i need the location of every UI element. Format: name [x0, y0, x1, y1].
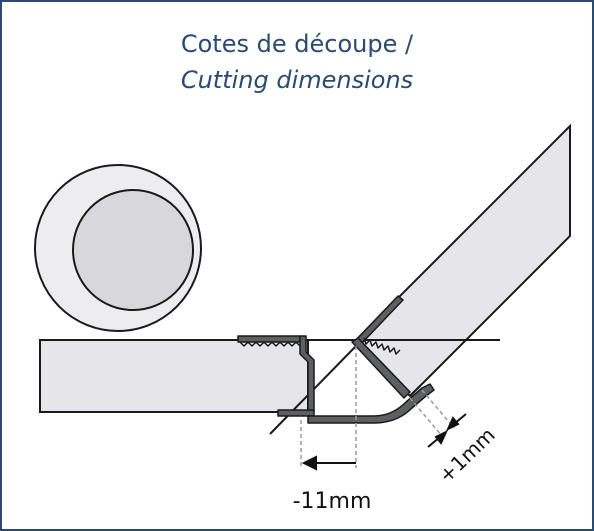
seal-bottom-lip	[277, 409, 315, 417]
diagonal-glass-panel	[354, 123, 571, 398]
minus-dimension-label: -11mm	[293, 489, 372, 514]
seal-diagonal-center-web	[351, 337, 411, 399]
title-english: Cutting dimensions	[180, 66, 414, 94]
plus-dimension-arrows	[427, 413, 467, 448]
seal-profile-horizontal	[237, 335, 315, 417]
pipe	[34, 164, 202, 332]
dimension-guides	[300, 346, 455, 468]
diagonal-edge-extension	[409, 385, 421, 397]
seal-diagonal-base	[307, 383, 435, 424]
seal-top-lip	[237, 335, 301, 343]
seal-diagonal-ridges	[363, 337, 401, 355]
minus-dimension-arrow	[301, 455, 356, 471]
title-block: Cotes de découpe / Cutting dimensions	[0, 26, 594, 98]
pipe-inner-core	[72, 189, 194, 311]
horizontal-glass-panel	[39, 339, 309, 413]
guide-diagonal-a	[409, 397, 443, 437]
guide-diagonal-b	[421, 389, 455, 429]
seal-top-ridges	[239, 341, 305, 347]
seal-profile-diagonal	[307, 295, 435, 424]
title-french: Cotes de découpe /	[180, 30, 414, 58]
